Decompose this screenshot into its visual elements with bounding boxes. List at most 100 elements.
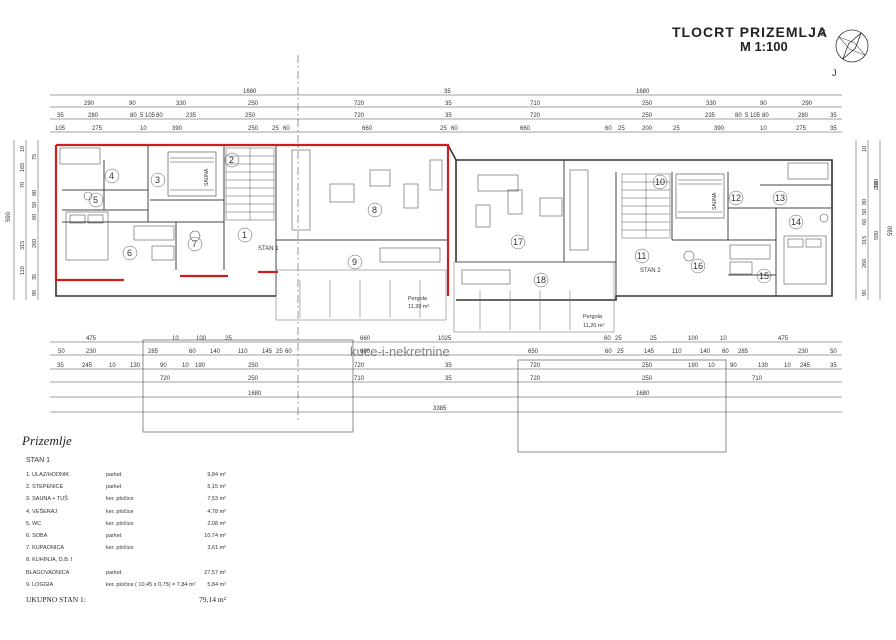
dim-text: 290 <box>84 101 95 107</box>
page-title: TLOCRT PRIZEMLJA <box>672 24 828 40</box>
dim-right-total: 590 <box>888 225 894 236</box>
room-name: 5. WC <box>26 520 42 527</box>
room-number-6: 6 <box>127 248 132 258</box>
dim-text: 60 <box>451 126 458 132</box>
floor-type: ker. pločice <box>106 520 134 527</box>
left-vertical-dims: 10 165 70 75 80 50 60 315 260 110 35 90 <box>20 146 38 296</box>
dim-text: 660 <box>520 126 531 132</box>
dim-text: 250 <box>642 113 653 119</box>
dim-text: 35 <box>445 113 452 119</box>
legend-total: UKUPNO STAN 1: 79,14 m² <box>22 592 252 606</box>
dim-text: 100 <box>196 336 207 342</box>
dim-text: 110 <box>20 266 26 275</box>
dim-text: 250 <box>248 126 259 132</box>
staircase-left <box>225 147 275 221</box>
room-name: 9. LOGGIA <box>26 581 54 588</box>
dim-text: 25 <box>440 126 447 132</box>
dim-text: 80 <box>130 113 137 119</box>
dim-text: 25 <box>225 336 232 342</box>
pergola-structure <box>275 261 615 333</box>
room-area: 7,53 m² <box>207 496 226 503</box>
dim-text: 720 <box>160 376 171 382</box>
room-area: 27,57 m² <box>204 569 226 576</box>
right-vertical-dims: 10 260 80 50 60 315 590 100 260 90 <box>862 146 880 296</box>
room-number-15: 15 <box>759 271 769 281</box>
dim-text: 60 <box>189 349 196 355</box>
dim-text: 390 <box>714 126 725 132</box>
pergola-area-left: 11,20 m² <box>408 304 429 310</box>
room-area: 5,84 m² <box>207 581 226 588</box>
dim-text: 145 <box>644 349 655 355</box>
dim-text: 720 <box>530 113 541 119</box>
room-number-10: 10 <box>655 177 665 187</box>
room-number-17: 17 <box>513 237 523 247</box>
dim-text: 475 <box>86 336 97 342</box>
dim-top-35: 35 <box>444 89 451 95</box>
dim-text: 35 <box>830 126 837 132</box>
dim-text: 25 <box>650 336 657 342</box>
dim-text: 315 <box>862 236 868 245</box>
room-number-8: 8 <box>372 205 377 215</box>
dim-text: 250 <box>642 363 653 369</box>
total-label: UKUPNO STAN 1: <box>26 594 86 604</box>
north-arrow-icon: S J <box>820 28 869 78</box>
room-area: 3,61 m² <box>207 545 226 552</box>
dim-text: 90 <box>32 290 38 296</box>
dim-text: 245 <box>82 363 93 369</box>
dim-text: 35 <box>32 274 38 280</box>
legend-row: 8. KUHINJA, D.B. I <box>22 555 252 567</box>
dim-text: 245 <box>800 363 811 369</box>
dim-text: 720 <box>354 101 365 107</box>
dim-text: 330 <box>176 101 187 107</box>
dim-text: 140 <box>210 349 221 355</box>
room-area: 4,78 m² <box>207 508 226 515</box>
room-number-7: 7 <box>192 239 197 249</box>
dim-left-total: 590 <box>6 211 12 222</box>
total-area: 79,14 m² <box>199 594 226 604</box>
room-number-13: 13 <box>775 193 785 203</box>
dim-text: 100 <box>874 179 880 188</box>
dim-text: 105 <box>55 126 66 132</box>
room-name: 8. KUHINJA, D.B. I <box>26 557 73 564</box>
furniture <box>59 147 829 285</box>
dim-text: 35 <box>57 363 64 369</box>
dim-text: 260 <box>862 259 868 268</box>
dim-text: 275 <box>796 126 807 132</box>
dim-top-1680-right: 1680 <box>636 89 650 95</box>
dim-text: 165 <box>20 163 26 172</box>
dim-text: 25 <box>673 126 680 132</box>
dim-text: 280 <box>88 113 99 119</box>
dim-text: 710 <box>752 376 763 382</box>
stan-1-label: STAN 1 <box>258 246 279 252</box>
dim-text: 35 <box>445 363 452 369</box>
stan-2-label: STAN 2 <box>640 268 661 274</box>
room-area: 2,08 m² <box>207 520 226 527</box>
dim-text: 475 <box>778 336 789 342</box>
dim-text: 190 <box>195 363 206 369</box>
dim-text: 80 <box>862 199 868 205</box>
floor-type: parket <box>106 484 122 491</box>
dim-text: 130 <box>758 363 769 369</box>
bottom-dimension-texts: 475 10 100 25 660 1025 60 25 25 100 10 4… <box>57 336 837 412</box>
dim-text: 60 <box>862 219 868 225</box>
top-dimension-lines <box>50 94 842 133</box>
dim-text: 90 <box>730 363 737 369</box>
pergola-label-left: Pergola <box>408 296 428 302</box>
dim-text: 710 <box>354 376 365 382</box>
dim-top-1680-left: 1680 <box>243 89 257 95</box>
dim-text: 80 <box>762 113 769 119</box>
dim-text: 10 <box>708 363 715 369</box>
dim-text: 60 <box>605 126 612 132</box>
room-name: 6. SOBA <box>26 532 48 539</box>
room-number-4: 4 <box>109 171 114 181</box>
dim-text: 190 <box>688 363 699 369</box>
floor-type: ker. pločice ( 10,45 x 0,75) = 7,84 m² <box>106 581 196 588</box>
sauna-label-left: SAUNA <box>204 168 210 186</box>
dim-text: 250 <box>245 113 256 119</box>
dim-text: 275 <box>92 126 103 132</box>
